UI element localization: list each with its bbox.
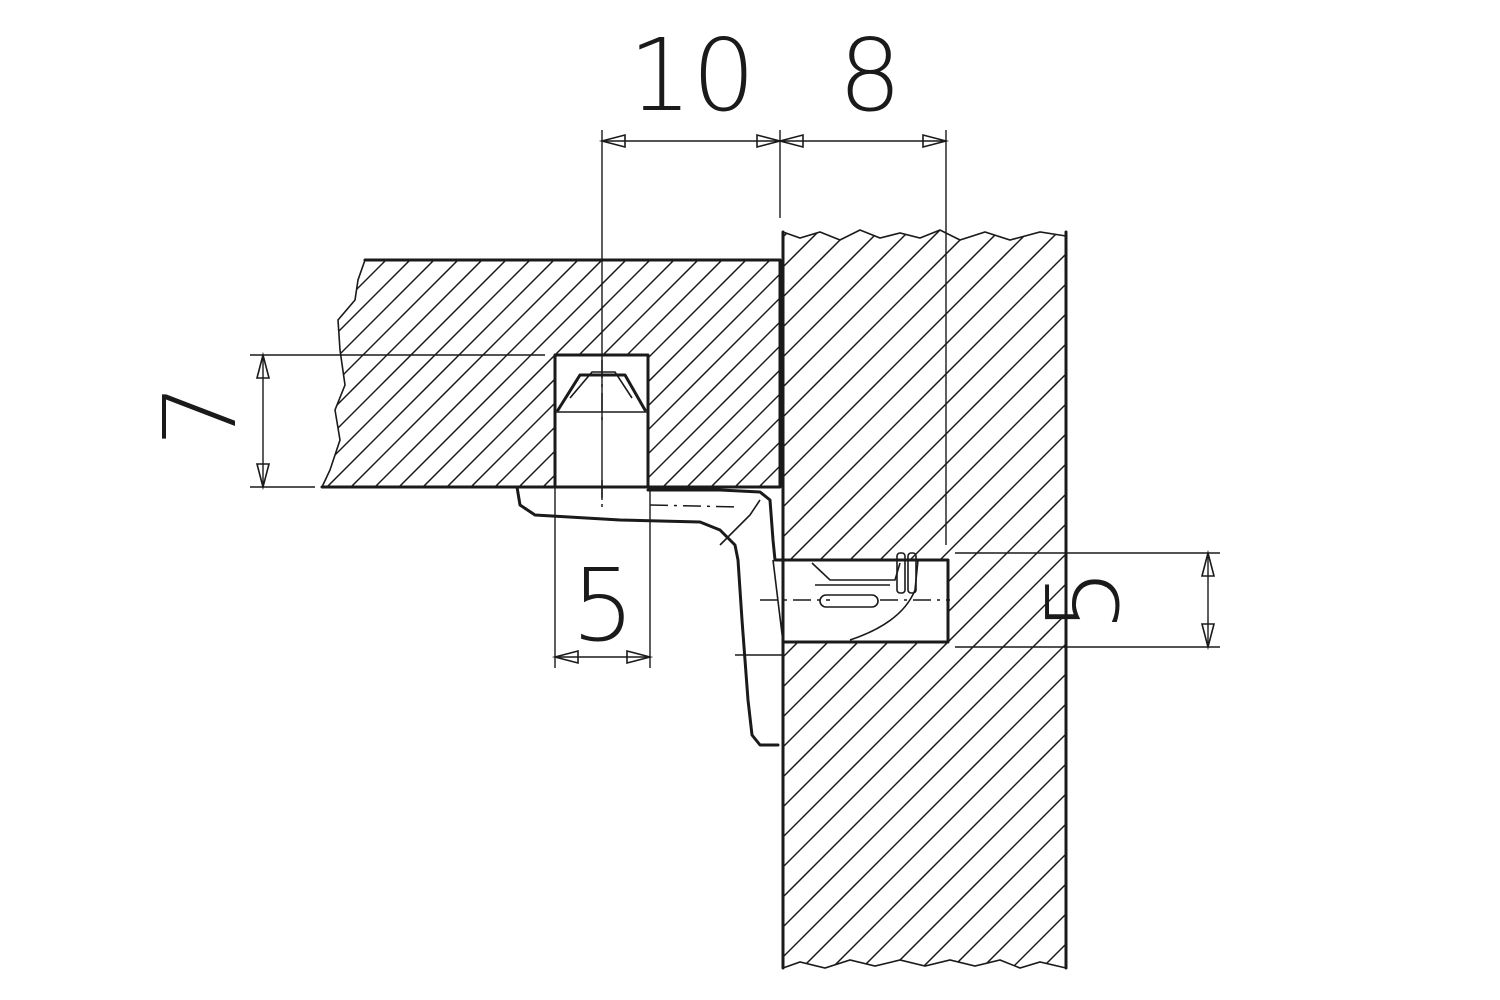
hatch-line: [783, 230, 921, 968]
hatch-line: [322, 260, 517, 487]
hatch-line: [601, 260, 780, 487]
hatch-line: [783, 230, 1066, 968]
hatch-line: [322, 260, 325, 487]
hatch-line: [849, 230, 1066, 968]
hatch-line: [385, 260, 637, 487]
shelf-pin-recess: [553, 353, 650, 489]
hatch-line: [361, 260, 613, 487]
hatch-line: [529, 260, 780, 487]
side-panel-section: [10, 220, 1068, 980]
dimension-lines: [250, 130, 1220, 668]
hatch-line: [909, 230, 1066, 968]
hatch-line: [783, 230, 1041, 968]
hatch-line: [783, 230, 1066, 968]
hatch-line: [783, 230, 1011, 968]
hatch-line: [322, 260, 565, 487]
hatch-line: [322, 260, 397, 487]
hatch-line: [783, 230, 1066, 968]
hatch-line: [783, 230, 1066, 968]
dimension-label-10: 10: [628, 17, 755, 134]
hatch-line: [322, 260, 421, 487]
hatch-line: [322, 260, 373, 487]
hatch-line: [783, 230, 1066, 968]
hatch-line: [879, 230, 1066, 968]
hatch-line: [505, 260, 757, 487]
hatch-line: [783, 230, 1066, 968]
hatch-line: [625, 260, 780, 487]
hatch-line: [783, 230, 1066, 968]
hatch-line: [783, 230, 831, 968]
hatch-line: [322, 260, 445, 487]
hatch-line: [322, 260, 349, 487]
hatch-line: [783, 230, 1066, 968]
dimension-label-8: 8: [838, 17, 902, 134]
hatch-line: [409, 260, 661, 487]
shelf-support-bracket: [515, 485, 785, 747]
hatch-line: [697, 260, 780, 487]
hatch-line: [337, 260, 589, 487]
hatch-line: [673, 260, 780, 487]
dimension-label-5-bottom: 5: [571, 547, 635, 664]
hatch-line: [10, 220, 770, 980]
hatch-line: [649, 260, 780, 487]
hatch-line: [789, 230, 1066, 968]
hatch-line: [783, 230, 1066, 968]
hatch-line: [783, 230, 981, 968]
hatch-line: [783, 230, 951, 968]
hatch-line: [819, 230, 1066, 968]
dimension-label-5-right: 5: [1025, 568, 1142, 632]
shelf-board-section: [320, 258, 782, 489]
hatch-line: [322, 260, 493, 487]
bracket-pin: [781, 552, 950, 644]
hatch-line: [322, 260, 541, 487]
hatch-line: [721, 260, 780, 487]
dimension-label-7: 7: [142, 383, 259, 447]
hatch-line: [783, 230, 1066, 968]
hatch-line: [783, 230, 1066, 968]
hatch-line: [783, 230, 801, 968]
hatch-line: [769, 260, 780, 487]
